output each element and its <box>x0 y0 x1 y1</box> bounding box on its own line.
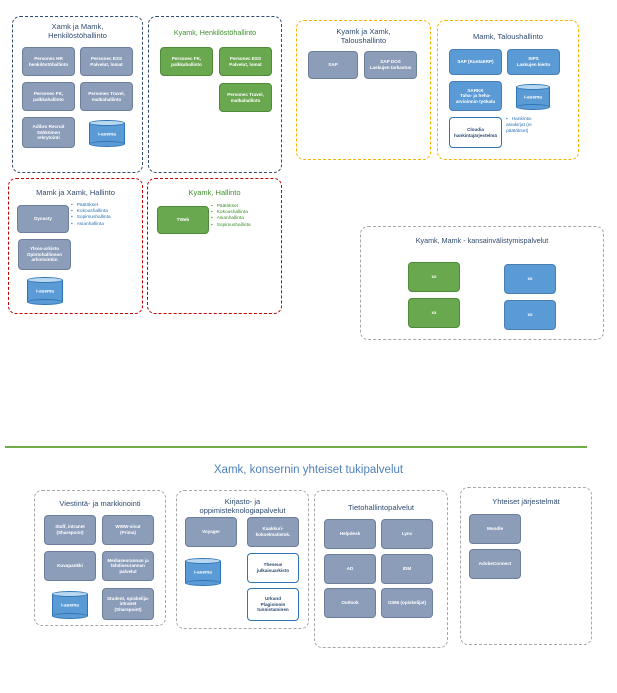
database-label: I-asema <box>98 132 116 137</box>
system-box[interactable]: Personec Travel, matkahallinto <box>80 82 133 111</box>
system-box[interactable]: Kuvapankki <box>44 551 96 581</box>
system-box[interactable]: Personec FK, palkkahallinto <box>22 82 75 111</box>
bullet-item: Sopimushallinta <box>211 223 281 229</box>
system-box[interactable]: AD <box>324 554 376 584</box>
group-kyamk-hr: Kyamk, Henkilöstöhallinto Personec FK, p… <box>148 16 282 173</box>
database-label: I-asema <box>524 95 542 101</box>
group-kyamk-xamk-finance: Kyamk ja Xamk, Taloushallinto SAP SAP DO… <box>296 20 431 160</box>
bullet-item: Päätökset <box>71 203 141 209</box>
database-icon: I-asema <box>89 120 125 147</box>
system-box[interactable]: AdobeConnect <box>469 549 521 579</box>
section-divider <box>5 446 587 448</box>
group-title: Tietohallintopalvelut <box>347 503 414 512</box>
database-label: I-asema <box>36 289 54 295</box>
bullet-item: Asianhallinta <box>71 222 141 228</box>
group-title: Mamk ja Xamk, Hallinto <box>36 188 115 197</box>
system-box[interactable]: SAP <box>308 51 358 79</box>
system-box[interactable]: xx <box>504 300 556 330</box>
system-box[interactable]: Student, opiskelija- intranet (Sharepoin… <box>102 588 154 620</box>
group-title: Xamk ja Mamk, Henkilöstöhallinto <box>48 22 107 40</box>
system-box[interactable]: xx <box>504 264 556 294</box>
database-label: I-asema <box>61 603 79 609</box>
system-box[interactable]: Personec FK, palkkahallinto <box>160 47 213 76</box>
system-box[interactable]: Staff, intranet (Sharepoint) <box>44 515 96 545</box>
bullet-item: Hankinta- asiakirjat (ei päätökset) <box>506 117 576 136</box>
group-mamk-finance: Mamk, Taloushallinto SAP (KuntaERP) SIPS… <box>437 20 579 160</box>
system-box[interactable]: Helpdesk <box>324 519 376 549</box>
system-box[interactable]: SIPS Laskujen kierto <box>507 49 560 75</box>
group-mamk-xamk-admin: Mamk ja Xamk, Hallinto Dynasty Päätökset… <box>8 178 143 314</box>
system-box[interactable]: SAP DOS Laskujen tarkastus <box>364 51 417 79</box>
database-icon: I-asema <box>52 591 88 619</box>
bullet-list: Päätökset Kokoushallinta Asianhallinta S… <box>211 204 281 229</box>
group-title: Mamk, Taloushallinto <box>473 32 543 41</box>
group-title: Kyamk ja Xamk, Taloushallinto <box>336 27 391 45</box>
system-box[interactable]: Dynasty <box>17 205 69 233</box>
system-box[interactable]: Personec ESS Palvelut, lomat <box>80 47 133 76</box>
bullet-list: Hankinta- asiakirjat (ei päätökset) <box>506 117 576 136</box>
database-label: I-asema <box>194 570 212 576</box>
system-box[interactable]: Cloudia hankintajärjestelmä <box>449 117 502 148</box>
system-box[interactable]: SARKK Taha- ja heha- arvioinnin työkalu <box>449 81 502 111</box>
system-box[interactable]: Adibro Recruit Sähköinen rekrytointi <box>22 117 75 148</box>
group-kyamk-admin: Kyamk, Hallinto TWeb Päätökset Kokoushal… <box>147 178 282 314</box>
section-title: Xamk, konsernin yhteiset tukipalvelut <box>213 464 404 476</box>
system-box[interactable]: Mediaseurannan ja lähdiseurannan palvelu… <box>102 551 154 581</box>
system-box[interactable]: WWW-sivut (Prima) <box>102 515 154 545</box>
group-xamk-mamk-hr: Xamk ja Mamk, Henkilöstöhallinto Persone… <box>12 16 143 173</box>
database-icon: I-asema <box>516 84 550 110</box>
group-title: Kyamk, Hallinto <box>188 188 241 197</box>
system-box[interactable]: Personec ESS Palvelut, lomat <box>219 47 272 76</box>
system-box[interactable]: Lync <box>381 519 433 549</box>
system-box[interactable]: xx <box>408 298 460 328</box>
group-title: Kirjasto- ja oppimisteknologiapalvelut <box>199 497 286 515</box>
bullet-item: Kokoushallinta <box>71 209 141 215</box>
system-box[interactable]: IDM <box>381 554 433 584</box>
system-box[interactable]: SAP (KuntaERP) <box>449 49 502 75</box>
database-icon: I-asema <box>27 277 63 305</box>
system-box[interactable]: Kaakkuri- kokoelmatietok. <box>247 517 299 547</box>
group-library: Kirjasto- ja oppimisteknologiapalvelut V… <box>176 490 309 629</box>
group-common-systems: Yhteiset järjestelmät Moodle AdobeConnec… <box>460 487 592 645</box>
system-box[interactable]: Personec Travel, matkahallinto <box>219 83 272 112</box>
system-box[interactable]: Theseus julkaisuarkisto <box>247 553 299 583</box>
group-title: Kyamk, Mamk - kansainvälistymispalvelut <box>415 236 549 245</box>
bullet-item: Päätökset <box>211 204 281 210</box>
system-box[interactable]: TWeb <box>157 206 209 234</box>
bullet-item: Kokoushallinta <box>211 210 281 216</box>
group-communications: Viestintä- ja markkinointi Staff, intran… <box>34 490 166 626</box>
system-box[interactable]: Ylsoo-arkisto Opintohallinnon arkistoint… <box>18 239 71 270</box>
system-box[interactable]: O365 (opiskelijat) <box>381 588 433 618</box>
system-box[interactable]: Outlook <box>324 588 376 618</box>
group-title: Kyamk, Henkilöstöhallinto <box>173 28 257 37</box>
bullet-list: Päätökset Kokoushallinta Sopimushallinta… <box>71 203 141 228</box>
bullet-item: Asianhallinta <box>211 216 281 222</box>
bullet-item: Sopimushallinta <box>71 215 141 221</box>
system-box[interactable]: xx <box>408 262 460 292</box>
database-icon: I-asema <box>185 558 221 586</box>
group-title: Viestintä- ja markkinointi <box>59 499 141 508</box>
group-it-services: Tietohallintopalvelut Helpdesk Lync AD I… <box>314 490 448 648</box>
system-box[interactable]: Voyager <box>185 517 237 547</box>
group-title: Yhteiset järjestelmät <box>492 497 560 506</box>
system-box[interactable]: Personec HR henkilöstöhallinto <box>22 47 75 76</box>
system-box[interactable]: Moodle <box>469 514 521 544</box>
system-box[interactable]: Urkund Plagioinnin tunnistaminen <box>247 588 299 621</box>
group-kyamk-mamk-intl: Kyamk, Mamk - kansainvälistymispalvelut … <box>360 226 604 340</box>
